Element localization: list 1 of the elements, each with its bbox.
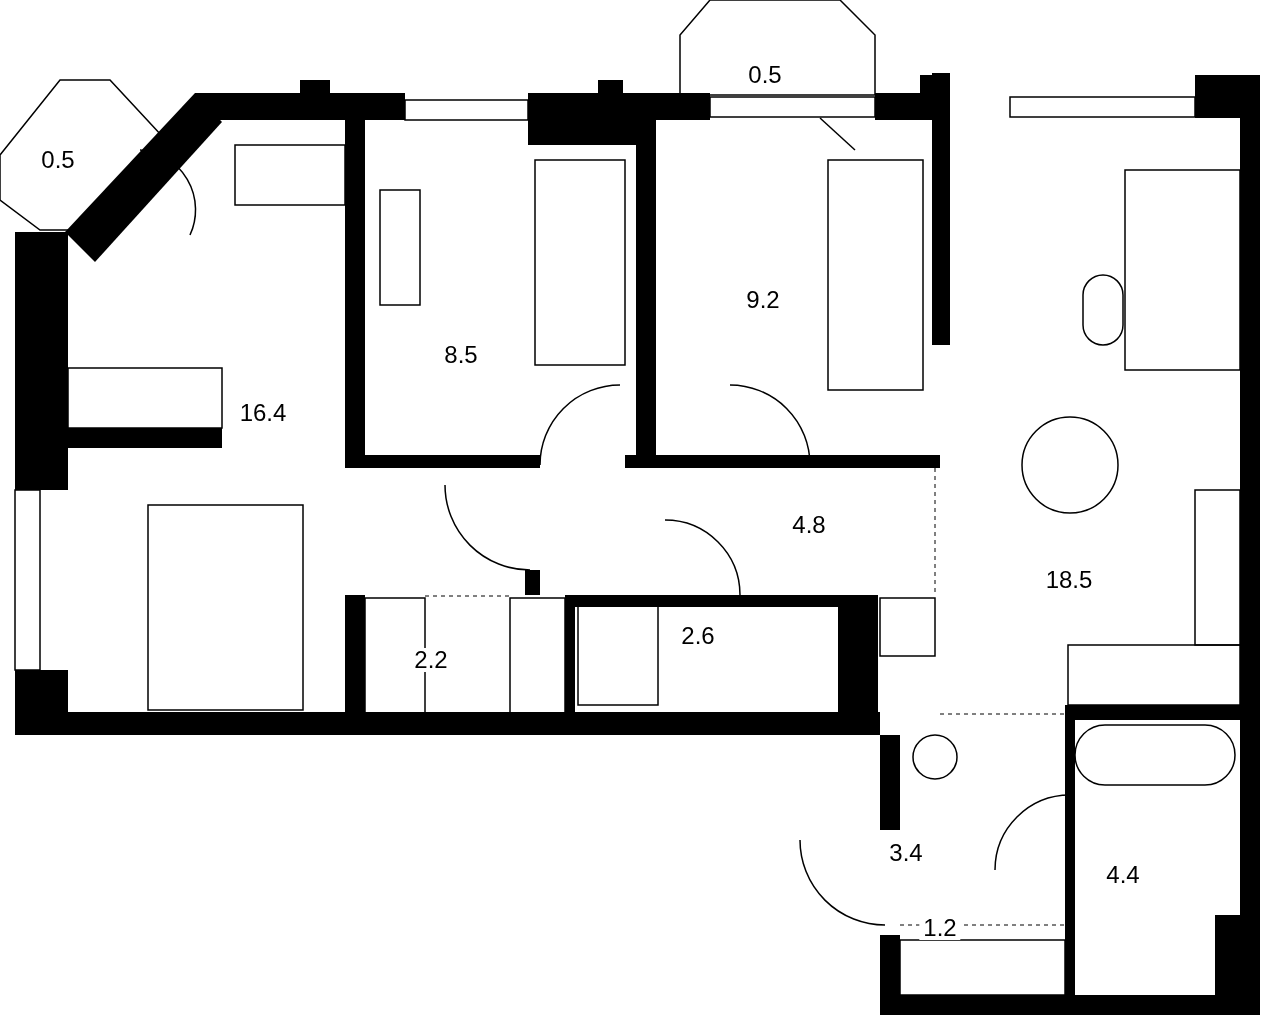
area-label: 1.2 <box>919 916 961 940</box>
